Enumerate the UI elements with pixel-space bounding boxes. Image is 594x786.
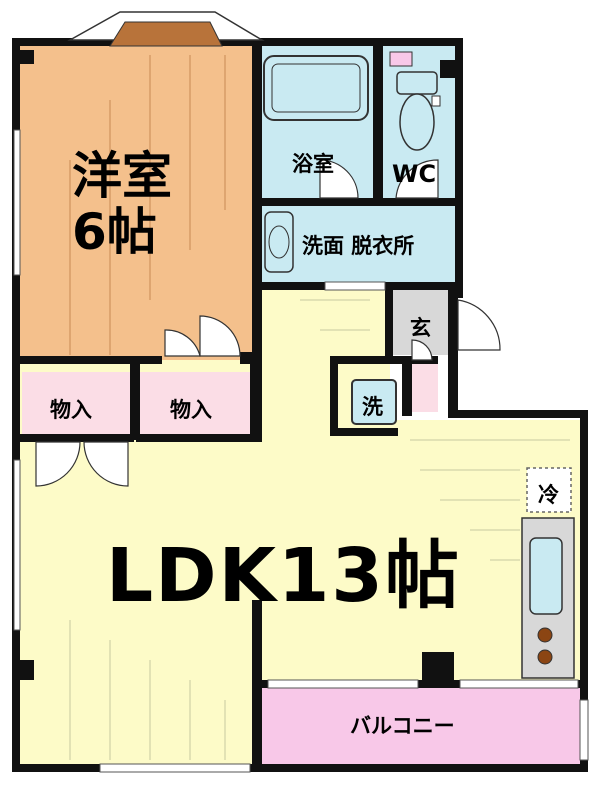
closet-right-label: 物入 (170, 398, 212, 422)
fridge-label: 冷 (538, 483, 559, 507)
closet-left-floor (22, 372, 132, 434)
entry-shoe-floor (410, 362, 438, 412)
toilet (389, 51, 441, 151)
bay-window (67, 11, 265, 47)
balcony-label: バルコニー (350, 714, 455, 738)
bathroom-label: 浴室 (292, 152, 334, 176)
western-room-size: 6帖 (72, 203, 157, 261)
fridge-space (526, 467, 572, 513)
wash-basin (264, 211, 294, 273)
wc-label: WC (392, 160, 437, 188)
closet-right-floor (140, 372, 252, 434)
washer-label: 洗 (362, 395, 383, 419)
entrance-label: 玄 (410, 316, 431, 340)
bathtub (263, 55, 369, 121)
washroom-label: 洗面 脱衣所 (302, 234, 415, 258)
washer (351, 379, 397, 425)
ldk-label: LDK13帖 (106, 533, 461, 619)
closet-left-label: 物入 (50, 398, 92, 422)
western-room-floor (18, 45, 258, 360)
western-room-label: 洋室 6帖 (72, 148, 172, 260)
western-room-name: 洋室 (72, 147, 172, 205)
balcony-floor (262, 688, 580, 770)
kitchen-counter (521, 517, 575, 679)
